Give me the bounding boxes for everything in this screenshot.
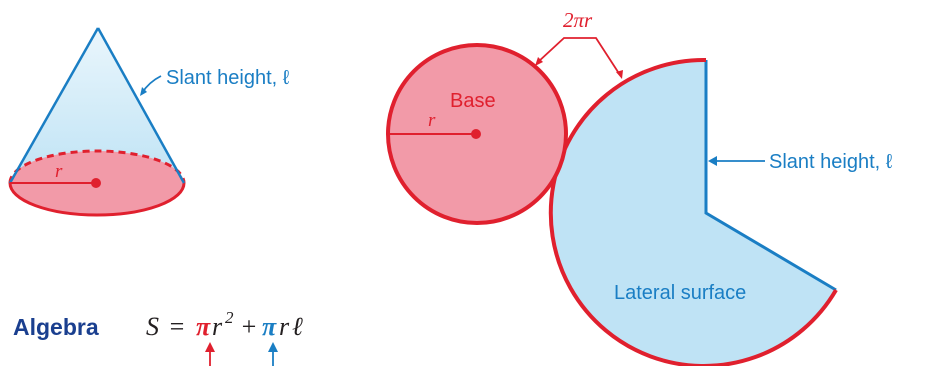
algebra-formula: Algebra S = π r 2 + π r ℓ — [13, 308, 303, 366]
circumference-arrowhead-right — [616, 70, 623, 79]
cone-base-front-edge — [8, 182, 186, 217]
base-radius-label: r — [428, 110, 436, 131]
cone-left-edge — [8, 27, 100, 184]
formula-r-red: r — [212, 312, 223, 341]
lateral-sector-radii — [704, 60, 837, 292]
net-slant-label: Slant height, ℓ — [769, 151, 893, 173]
formula-exponent: 2 — [225, 308, 234, 327]
algebra-heading: Algebra — [13, 314, 99, 340]
lateral-surface-sector — [550, 59, 836, 366]
formula-arrowhead-blue — [268, 342, 278, 352]
formula-arrowhead-red — [205, 342, 215, 352]
cone-slant-arrowhead — [140, 87, 147, 96]
net-slant-arrowhead — [708, 156, 717, 166]
formula-pi-blue: π — [262, 312, 277, 341]
cone-center-dot — [91, 178, 101, 188]
cone-radius-label: r — [55, 161, 63, 182]
lateral-sector-arc — [548, 57, 838, 366]
base-center-dot — [471, 129, 481, 139]
lateral-surface-label: Lateral surface — [614, 282, 746, 304]
formula-r-blue: r — [279, 312, 290, 341]
circumference-label: 2πr — [563, 8, 593, 32]
cone-slant-label: Slant height, ℓ — [166, 67, 290, 89]
formula-equals: = — [168, 312, 186, 341]
formula-lhs: S — [146, 312, 159, 341]
circumference-bracket — [537, 37, 621, 76]
formula-plus: + — [240, 312, 258, 341]
cone-diagram: r Slant height, ℓ — [8, 27, 290, 217]
cone-right-edge — [96, 27, 186, 184]
base-label: Base — [450, 90, 496, 112]
formula-ell: ℓ — [292, 312, 303, 341]
formula-pi-red: π — [196, 312, 211, 341]
circumference-arrowhead-left — [535, 57, 543, 66]
net-diagram: r Base 2πr Slant height, ℓ Lateral surfa… — [386, 8, 893, 366]
cone-body — [10, 28, 184, 183]
